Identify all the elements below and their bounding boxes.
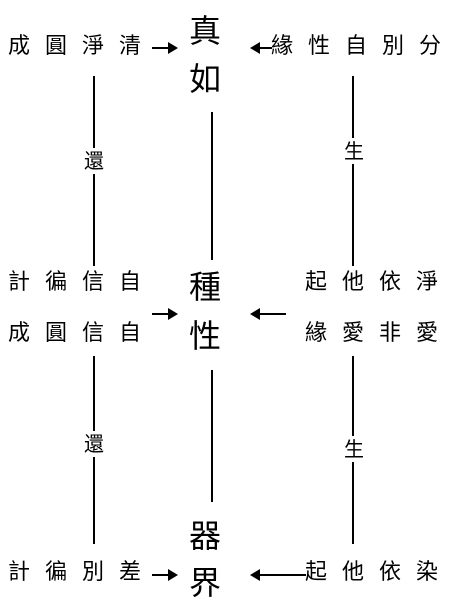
center-upper-connector [211,112,213,260]
right-top-arrow [250,42,272,54]
left-top-arrow [152,42,178,54]
right-bottom-phrase: 起他依染 [305,560,449,585]
right-top-link-label: 生 [344,138,364,164]
center-top-char-2: 如 [189,60,222,98]
right-top-connector [352,76,354,266]
right-bottom-arrow [250,569,306,581]
left-mid2-phrase: 成圓信自 [8,321,157,346]
left-top-link-label: 還 [84,148,104,174]
left-top-phrase: 成圓淨清 [8,34,157,59]
right-mid1-phrase: 起他依淨 [305,270,449,295]
center-middle-char-1: 種 [189,268,222,306]
center-bottom-char-2: 界 [189,564,222,602]
left-bottom-link-label: 還 [84,431,104,457]
right-mid2-phrase: 緣愛非愛 [305,321,449,346]
center-lower-connector [211,370,213,502]
right-mid-arrow [250,308,286,320]
left-mid-arrow [152,308,178,320]
center-middle-char-2: 性 [189,317,222,355]
center-bottom-char-1: 器 [189,517,222,555]
right-top-phrase: 緣性自別分 [271,34,449,59]
left-bottom-phrase: 計徧別差 [8,560,157,585]
center-top-char-1: 真 [189,12,222,50]
left-mid1-phrase: 計徧信自 [8,270,157,295]
left-bottom-arrow [152,569,178,581]
right-bottom-link-label: 生 [344,436,364,462]
